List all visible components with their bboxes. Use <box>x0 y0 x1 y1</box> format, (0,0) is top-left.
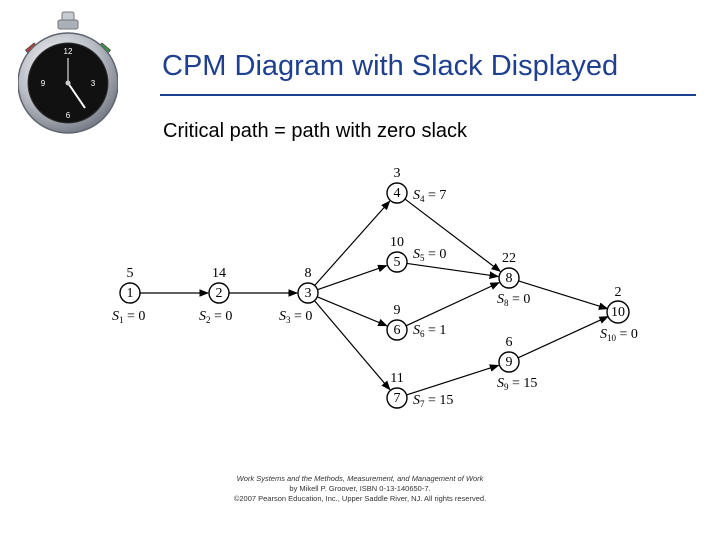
edge-3-6 <box>317 297 387 326</box>
duration-label: 10 <box>390 235 404 250</box>
node-number: 10 <box>611 305 625 320</box>
duration-label: 22 <box>502 251 516 266</box>
node-5: 5 10 S5 = 0 <box>387 235 446 272</box>
duration-label: 14 <box>212 266 226 281</box>
edge-5-8 <box>407 263 498 276</box>
slack-label: S6 = 1 <box>413 323 446 339</box>
duration-label: 8 <box>305 266 312 281</box>
slack-label: S1 = 0 <box>112 309 145 325</box>
slack-label: S5 = 0 <box>413 247 446 263</box>
node-number: 4 <box>394 186 401 201</box>
duration-label: 6 <box>506 335 513 350</box>
slack-label: S3 = 0 <box>279 309 312 325</box>
duration-label: 2 <box>615 285 622 300</box>
slack-label: S2 = 0 <box>199 309 232 325</box>
credits-line-3: ©2007 Pearson Education, Inc., Upper Sad… <box>180 494 540 504</box>
credits-line-2: by Mikell P. Groover, ISBN 0-13-140650-7… <box>180 484 540 494</box>
node-number: 2 <box>216 286 223 301</box>
duration-label: 9 <box>394 303 401 318</box>
node-number: 5 <box>394 255 401 270</box>
edge-6-8 <box>406 283 499 326</box>
edge-3-7 <box>314 301 389 390</box>
slack-label: S8 = 0 <box>497 292 530 308</box>
node-number: 8 <box>506 271 513 286</box>
node-8: 8 22 S8 = 0 <box>497 251 530 308</box>
duration-label: 5 <box>127 266 134 281</box>
node-2: 2 14 S2 = 0 <box>199 266 232 325</box>
edge-3-4 <box>315 201 390 285</box>
node-number: 6 <box>394 323 401 338</box>
edge-7-9 <box>407 365 499 395</box>
slack-label: S7 = 15 <box>413 393 453 409</box>
credits-line-1: Work Systems and the Methods, Measuremen… <box>180 474 540 484</box>
node-4: 4 3 S4 = 7 <box>387 166 446 204</box>
slack-label: S10 = 0 <box>600 327 638 343</box>
node-number: 7 <box>394 391 401 406</box>
edge-8-10 <box>519 281 608 309</box>
duration-label: 11 <box>390 371 403 386</box>
node-9: 9 6 S9 = 15 <box>497 335 537 392</box>
duration-label: 3 <box>394 166 401 181</box>
edge-9-10 <box>518 317 608 358</box>
copyright-credits: Work Systems and the Methods, Measuremen… <box>180 474 540 504</box>
slack-label: S9 = 15 <box>497 376 537 392</box>
node-3: 3 8 S3 = 0 <box>279 266 318 325</box>
edge-3-5 <box>317 266 386 290</box>
node-1: 1 5 S1 = 0 <box>112 266 145 325</box>
node-number: 9 <box>506 355 513 370</box>
slack-label: S4 = 7 <box>413 188 446 204</box>
node-number: 3 <box>305 286 312 301</box>
node-number: 1 <box>127 286 134 301</box>
